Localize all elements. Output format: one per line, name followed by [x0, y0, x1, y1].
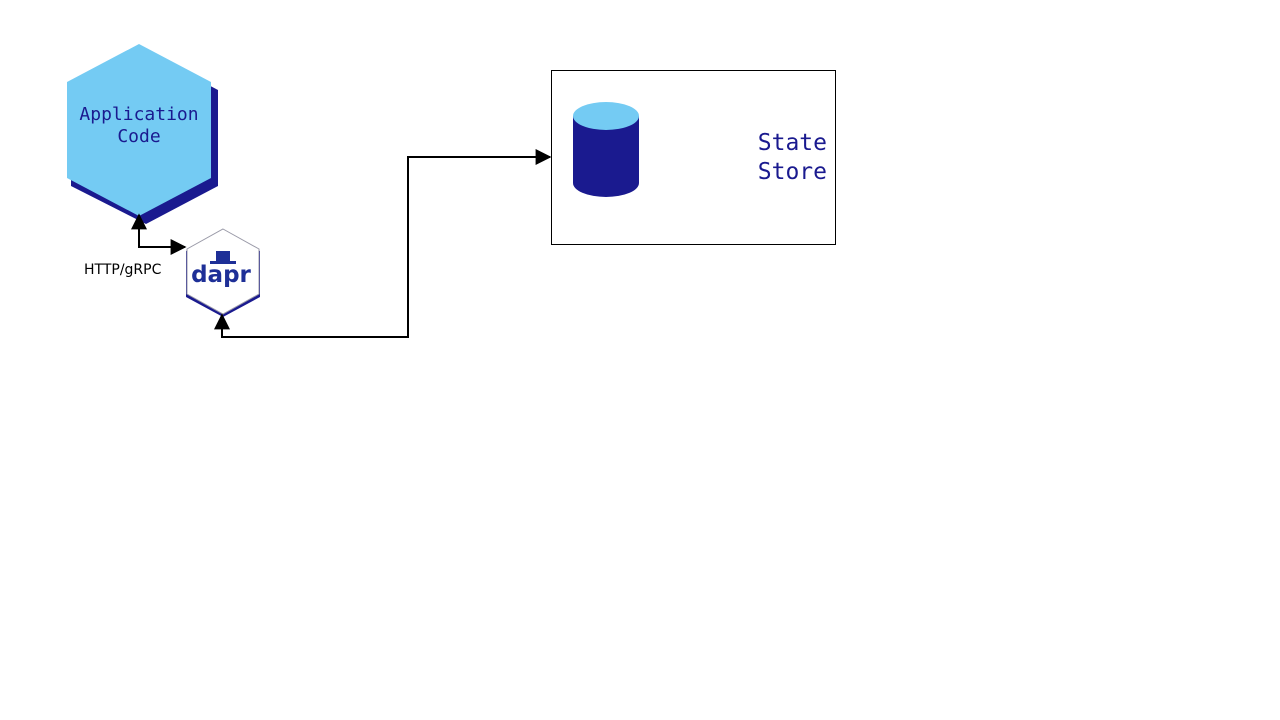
- dapr-logo-text: dapr: [191, 262, 251, 288]
- application-code-label: Application Code: [66, 104, 212, 148]
- application-label-line-1: Application: [79, 104, 199, 125]
- protocol-label: HTTP/gRPC: [84, 262, 162, 278]
- state-store-label: State Store: [758, 129, 827, 187]
- application-hexagon: [67, 44, 211, 216]
- app-to-dapr-connector: [131, 213, 187, 255]
- database-cylinder-icon: [573, 102, 639, 197]
- application-code-node: [67, 44, 218, 224]
- dapr-sidecar-node: dapr: [186, 228, 260, 317]
- application-label-line-2: Code: [117, 126, 161, 147]
- dapr-to-store-connector: [214, 149, 552, 338]
- state-store-label-line-1: State: [757, 130, 827, 156]
- state-store-label-line-2: Store: [757, 159, 827, 185]
- state-store-box: State Store: [551, 70, 836, 245]
